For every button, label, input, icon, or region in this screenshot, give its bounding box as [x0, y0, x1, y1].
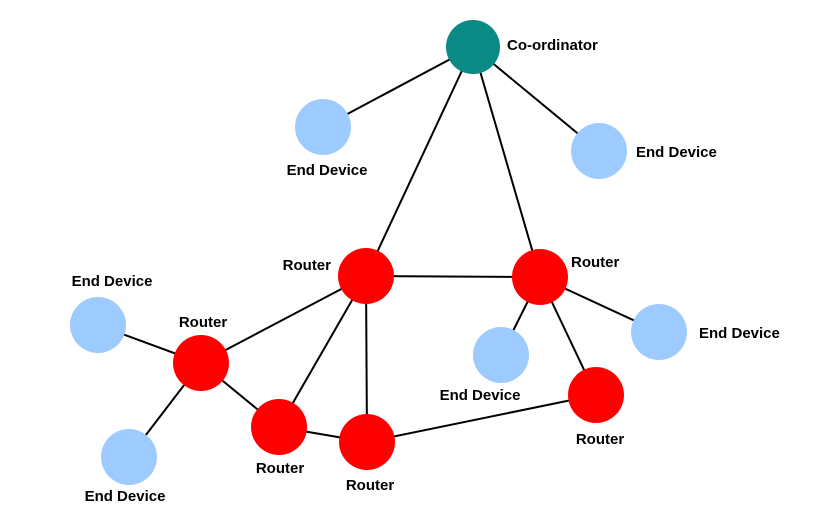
edge-coordinator-to-end-device-top-left	[322, 46, 474, 128]
label-end-device-left-upper: End Device	[72, 273, 153, 290]
node-router-left	[173, 335, 229, 391]
label-coordinator: Co-ordinator	[507, 37, 598, 54]
node-router-bottom-left	[251, 399, 307, 455]
label-end-device-top-right: End Device	[636, 144, 717, 161]
node-router-bottom-center	[339, 414, 395, 470]
edge-router-center-to-router-right	[365, 275, 541, 278]
edge-router-center-to-router-left	[200, 275, 367, 364]
label-end-device-right: End Device	[699, 325, 780, 342]
node-router-center	[338, 248, 394, 304]
node-router-right	[512, 249, 568, 305]
label-router-bottom-center: Router	[346, 477, 394, 494]
label-end-device-center: End Device	[440, 387, 521, 404]
node-coordinator	[446, 20, 500, 74]
label-end-device-left-lower: End Device	[85, 488, 166, 505]
edge-router-center-to-router-bottom-left	[278, 275, 367, 428]
label-router-bottom-right: Router	[576, 431, 624, 448]
label-router-right: Router	[571, 254, 619, 271]
edge-coordinator-to-router-right	[472, 46, 541, 278]
node-end-device-top-left	[295, 99, 351, 155]
nodes-layer	[70, 20, 687, 485]
label-router-bottom-left: Router	[256, 460, 304, 477]
node-end-device-top-right	[571, 123, 627, 179]
node-end-device-center	[473, 327, 529, 383]
label-router-left: Router	[179, 314, 227, 331]
edge-coordinator-to-router-center	[365, 46, 474, 277]
label-end-device-top-left: End Device	[287, 162, 368, 179]
node-end-device-left-upper	[70, 297, 126, 353]
edge-router-bottom-center-to-router-bottom-right	[366, 394, 597, 443]
label-router-center: Router	[283, 257, 331, 274]
node-end-device-right	[631, 304, 687, 360]
node-router-bottom-right	[568, 367, 624, 423]
node-end-device-left-lower	[101, 429, 157, 485]
